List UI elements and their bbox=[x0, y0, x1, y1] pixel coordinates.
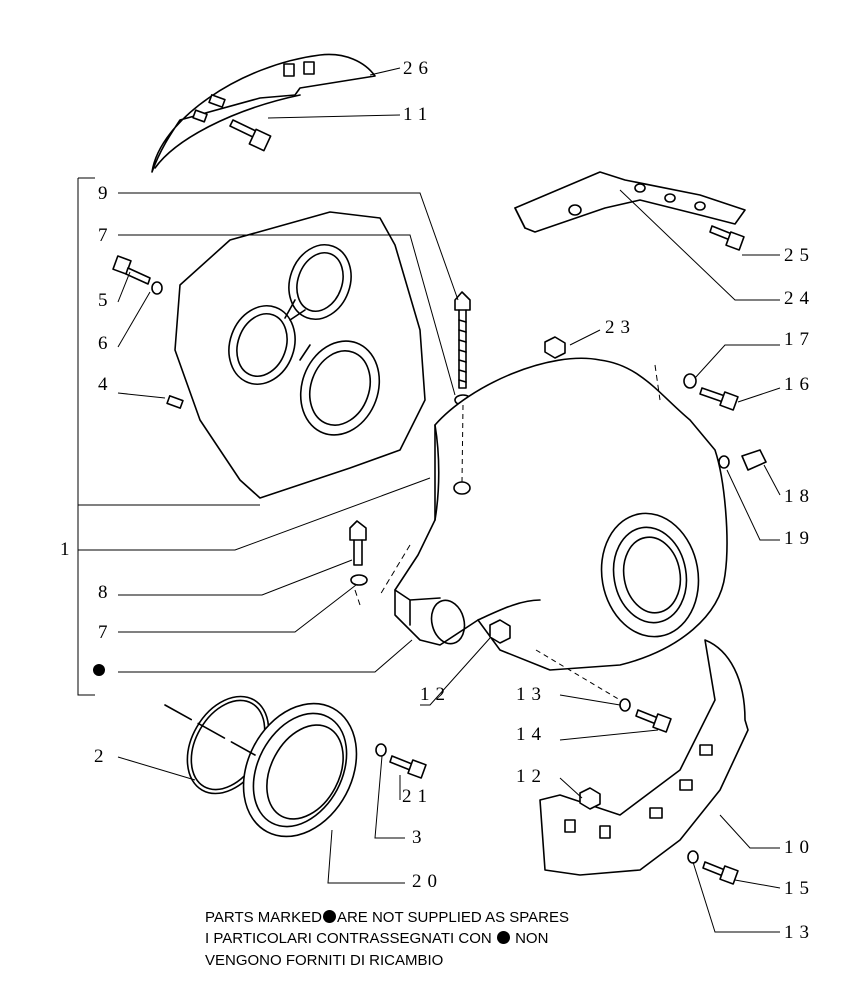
callout-26: 26 bbox=[403, 58, 434, 79]
callout-2: 2 bbox=[94, 746, 110, 767]
callout-15: 15 bbox=[784, 878, 815, 899]
bolt-14-washer-13 bbox=[619, 698, 672, 733]
long-bolt-9 bbox=[454, 291, 472, 406]
leader-15 bbox=[734, 879, 781, 889]
leader-13b bbox=[692, 861, 780, 933]
leader-3 bbox=[374, 755, 405, 839]
note-line-1: PARTS MARKED ARE NOT SUPPLIED AS SPARES bbox=[205, 908, 569, 927]
leader-4 bbox=[117, 392, 166, 399]
leader-5 bbox=[117, 271, 131, 303]
leader-24 bbox=[619, 189, 780, 301]
leader-23 bbox=[569, 329, 601, 346]
bolt-11 bbox=[229, 119, 272, 152]
callout-19: 19 bbox=[784, 528, 815, 549]
callout-7a: 7 bbox=[98, 225, 114, 246]
dashed-bolt-axis bbox=[461, 404, 464, 483]
callout-4: 4 bbox=[98, 374, 114, 395]
not-supplied-marker bbox=[93, 664, 105, 676]
leader-7b bbox=[118, 584, 357, 633]
leader-9 bbox=[118, 192, 459, 301]
bracket-line bbox=[77, 177, 95, 696]
callout-16: 16 bbox=[784, 374, 815, 395]
note-line-2-start: I PARTICOLARI CONTRASSEGNATI CON bbox=[205, 930, 492, 947]
callout-25: 25 bbox=[784, 245, 815, 266]
bolt-25 bbox=[709, 225, 745, 251]
leader-20 bbox=[327, 829, 405, 884]
bolt-21-washer-3 bbox=[375, 743, 427, 779]
leader-7a bbox=[118, 234, 456, 396]
callout-13b: 13 bbox=[784, 922, 815, 943]
note-dot-icon-2 bbox=[496, 931, 510, 944]
callout-17: 17 bbox=[784, 329, 815, 350]
dashed-guides bbox=[354, 364, 661, 606]
callout-5: 5 bbox=[98, 290, 114, 311]
leader-10 bbox=[719, 814, 780, 849]
note-line-1-end: ARE NOT SUPPLIED AS SPARES bbox=[336, 909, 569, 926]
leader-6 bbox=[117, 291, 151, 348]
callout-12a: 12 bbox=[420, 684, 451, 705]
leader-26 bbox=[369, 67, 401, 76]
leader-14 bbox=[559, 729, 659, 741]
note-dot-icon bbox=[322, 910, 336, 923]
nut-12 bbox=[489, 619, 511, 644]
bolt-15-washer-13 bbox=[687, 850, 739, 885]
upper-guard-part bbox=[151, 53, 376, 173]
lower-guard-part bbox=[539, 639, 749, 876]
leader-17 bbox=[694, 344, 780, 379]
note-line-2-end: NON bbox=[515, 930, 549, 947]
leader-8 bbox=[118, 559, 353, 596]
leader-dot bbox=[118, 639, 413, 673]
callout-11: 11 bbox=[403, 104, 433, 125]
plug-18-ring-19 bbox=[718, 449, 767, 471]
callout-20: 20 bbox=[412, 871, 443, 892]
leader-19 bbox=[726, 469, 780, 541]
seal-housing-20 bbox=[164, 702, 358, 838]
callout-9: 9 bbox=[98, 183, 114, 204]
callout-13a: 13 bbox=[516, 684, 547, 705]
leader-12b bbox=[559, 777, 583, 799]
leader-13a bbox=[559, 694, 621, 706]
nut-12-lower bbox=[579, 787, 601, 810]
callout-14: 14 bbox=[516, 724, 547, 745]
main-housing-part bbox=[394, 357, 728, 671]
bolt-16-washer-17 bbox=[683, 373, 739, 411]
leader-2 bbox=[117, 756, 196, 781]
bolt-5-washer-6 bbox=[112, 255, 163, 295]
nut-23 bbox=[544, 336, 566, 359]
callout-24: 24 bbox=[784, 288, 815, 309]
callout-6: 6 bbox=[98, 333, 114, 354]
note-line-2: I PARTICOLARI CONTRASSEGNATI CON NON bbox=[205, 929, 548, 948]
note-line-1-start: PARTS MARKED bbox=[205, 909, 322, 926]
callout-8: 8 bbox=[98, 582, 114, 603]
dowel-4 bbox=[166, 395, 184, 409]
callout-18: 18 bbox=[784, 486, 815, 507]
callout-7b: 7 bbox=[98, 622, 114, 643]
callout-21: 21 bbox=[402, 786, 433, 807]
leader-11 bbox=[267, 114, 401, 119]
callout-3: 3 bbox=[412, 827, 428, 848]
leader-1b bbox=[78, 477, 431, 551]
leader-12a bbox=[420, 637, 491, 706]
cover-plate-part bbox=[174, 211, 426, 499]
leader-18 bbox=[763, 464, 781, 496]
upper-right-bracket-part bbox=[514, 171, 746, 233]
callout-12b: 12 bbox=[516, 766, 547, 787]
leader-16 bbox=[737, 387, 781, 403]
bolt-8-washer-7 bbox=[349, 520, 368, 586]
callout-23: 23 bbox=[605, 317, 636, 338]
dashed-bolt-axis-2 bbox=[535, 649, 621, 701]
note-line-3: VENGONO FORNITI DI RICAMBIO bbox=[205, 952, 444, 969]
callout-10: 10 bbox=[784, 837, 815, 858]
callout-1: 1 bbox=[60, 539, 76, 560]
